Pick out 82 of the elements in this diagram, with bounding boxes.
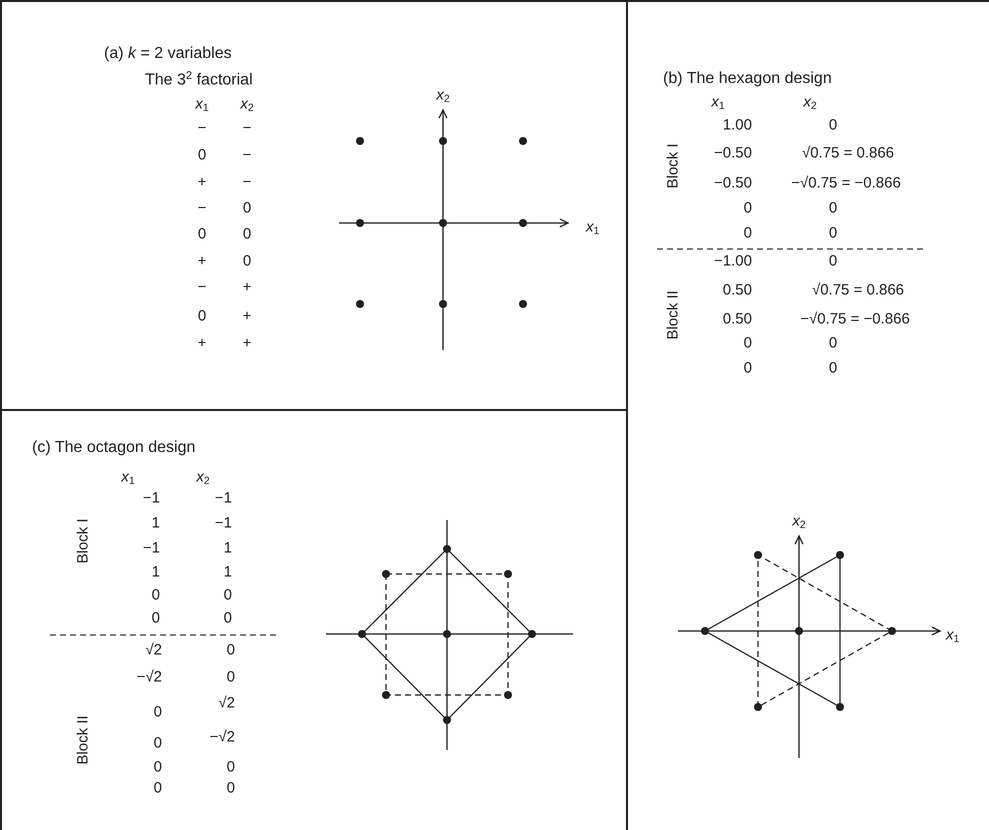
panel-heading: (b) The hexagon design [663,71,832,87]
table-cell: − [242,120,252,136]
table-cell: −1 [214,490,232,506]
table-cell: 0 [744,226,752,240]
table-cell: √0.75 = 0.866 [802,146,894,160]
table-cell: −1 [214,516,232,530]
table-cell: 0 [744,200,752,216]
table-cell: −0.50 [714,146,752,160]
table-cell: 1 [224,564,232,580]
table-cell: 0 [242,226,252,242]
table-cell: 0 [224,588,232,602]
table-cell: 0 [154,704,162,720]
table-cell: −0.50 [714,176,752,190]
table-cell: −√2 [136,670,162,684]
table-cell: − [198,120,206,136]
table-cell: −1 [142,490,160,506]
table-cell: + [198,336,206,350]
panel-heading: (a) k = 2 variables [104,46,232,62]
table-cell: 0 [744,360,752,376]
axis-label: x$_{1}$ [946,627,960,645]
block-label: Block II [666,290,680,340]
table-cell: 0.50 [722,282,752,298]
table-cell: 0 [154,780,162,796]
panel-frame [0,0,628,411]
table-cell: 0 [242,200,252,216]
table-cell: 1 [224,540,232,556]
table-cell: 1.00 [722,118,752,132]
table-cell: 0 [226,642,235,658]
table-cell: − [198,280,206,294]
block-label: Block I [76,518,90,564]
column-header: x$_{2}$ [240,96,254,114]
table-cell: − [242,148,252,162]
table-cell: 0 [152,588,160,602]
table-cell: 0 [226,670,235,684]
table-cell: 0 [242,254,252,268]
column-header: x$_{1}$ [711,94,725,112]
table-cell: + [242,308,252,324]
block-label: Block II [76,715,90,765]
table-cell: 0 [154,760,162,774]
table-cell: − [198,200,206,216]
table-cell: 0 [224,610,232,626]
table-cell: 0 [198,308,206,324]
table-cell: √0.75 = 0.866 [812,282,904,298]
table-cell: 0 [828,118,838,132]
table-cell: −1.00 [714,254,752,268]
table-cell: −√2 [210,730,235,744]
panel-heading: The 3$^{2}$ factorial [145,71,253,89]
table-cell: −1 [142,540,160,556]
table-cell: + [242,280,252,294]
table-cell: −√0.75 = −0.866 [791,176,901,190]
table-cell: + [242,336,252,350]
table-cell: 0 [226,760,235,774]
table-cell: 0 [828,360,838,376]
table-cell: 0 [828,226,838,240]
panel-heading: (c) The octagon design [32,440,196,456]
axis-label: x$_{2}$ [436,87,450,105]
table-cell: 0 [198,226,206,242]
table-cell: 0 [828,200,838,216]
table-cell: 0.50 [722,312,752,326]
column-header: x$_{1}$ [195,96,209,114]
table-cell: √2 [145,642,162,658]
column-header: x$_{1}$ [121,469,135,487]
column-header: x$_{2}$ [196,469,210,487]
panel-frame [0,409,628,830]
table-cell: + [198,254,206,268]
axis-label: x$_{2}$ [792,513,806,531]
table-cell: − [242,174,252,190]
table-cell: 0 [226,780,235,796]
table-cell: 0 [828,336,838,350]
table-cell: 0 [198,148,206,162]
table-cell: −√0.75 = −0.866 [800,312,910,326]
table-cell: 1 [152,516,160,530]
column-header: x$_{2}$ [803,94,817,112]
table-cell: + [198,174,206,190]
table-cell: 0 [828,254,838,268]
table-cell: 1 [152,564,160,580]
table-cell: √2 [218,696,235,710]
table-cell: 0 [154,736,162,750]
block-label: Block I [666,144,680,188]
table-cell: 0 [152,610,160,626]
table-cell: 0 [744,336,752,350]
axis-label: x$_{1}$ [586,219,600,237]
